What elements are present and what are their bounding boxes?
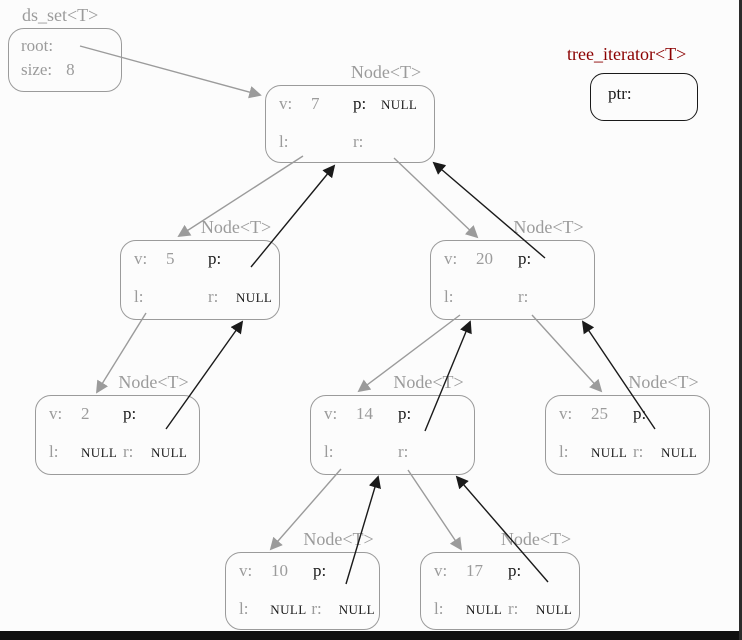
node-title: Node<T> — [303, 529, 374, 549]
field-p-label: p: — [508, 561, 522, 580]
field-r-value: NULL — [338, 602, 375, 617]
field-v-value: 2 — [81, 404, 90, 423]
field-p-value: NULL — [381, 97, 418, 112]
node-box: v: 20 p: l: r: — [430, 240, 595, 320]
ptr-field-label: ptr: — [608, 84, 632, 103]
field-l-label: l: — [434, 599, 444, 618]
field-r-value: NULL — [661, 445, 698, 460]
node-title: Node<T> — [513, 217, 584, 237]
field-r-label: r: — [123, 442, 134, 461]
field-p-label: p: — [353, 94, 367, 113]
field-p-label: p: — [518, 249, 532, 268]
tree-iterator-box: ptr: — [590, 73, 698, 121]
ds-set-box: root: size: 8 — [8, 28, 122, 92]
field-v-value: 5 — [166, 249, 175, 268]
field-v-label: v: — [434, 561, 448, 580]
node-20: Node<T> v: 20 p: l: r: — [430, 217, 595, 320]
field-l-value: NULL — [466, 602, 503, 617]
size-field-value: 8 — [66, 60, 75, 79]
field-v-value: 7 — [311, 94, 320, 113]
field-v-label: v: — [559, 404, 573, 423]
field-r-label: r: — [518, 287, 529, 306]
field-p-label: p: — [633, 404, 647, 423]
window-edge-right — [739, 0, 742, 640]
node-14: Node<T> v: 14 p: l: r: — [310, 372, 475, 475]
field-l-label: l: — [279, 132, 289, 151]
field-v-label: v: — [279, 94, 293, 113]
field-p-label: p: — [398, 404, 412, 423]
field-r-label: r: — [208, 287, 219, 306]
field-v-value: 10 — [271, 561, 288, 580]
field-l-value: NULL — [591, 445, 628, 460]
node-title: Node<T> — [118, 372, 189, 392]
field-l-value: NULL — [270, 602, 307, 617]
node-box: v: 17 p: l: NULL r: NULL — [420, 552, 580, 630]
node-10: Node<T> v: 10 p: l: NULL r: NULL — [225, 529, 380, 630]
field-r-value: NULL — [236, 290, 273, 305]
size-field-label: size: — [21, 60, 53, 79]
field-l-label: l: — [444, 287, 454, 306]
field-r-label: r: — [508, 599, 519, 618]
field-r-label: r: — [353, 132, 364, 151]
field-l-label: l: — [239, 599, 249, 618]
field-v-label: v: — [49, 404, 63, 423]
field-l-label: l: — [134, 287, 144, 306]
field-v-value: 20 — [476, 249, 493, 268]
field-p-label: p: — [123, 404, 137, 423]
field-v-value: 14 — [356, 404, 373, 423]
node-box: v: 10 p: l: NULL r: NULL — [225, 552, 380, 630]
node-title: Node<T> — [628, 372, 699, 392]
field-l-value: NULL — [81, 445, 118, 460]
node-25: Node<T> v: 25 p: l: NULL r: NULL — [545, 372, 710, 475]
node-2: Node<T> v: 2 p: l: NULL r: NULL — [35, 372, 200, 475]
field-r-value: NULL — [536, 602, 573, 617]
field-v-label: v: — [444, 249, 458, 268]
field-v-value: 17 — [466, 561, 483, 580]
node-box: v: 2 p: l: NULL r: NULL — [35, 395, 200, 475]
field-p-label: p: — [313, 561, 327, 580]
node-box: v: 14 p: l: r: — [310, 395, 475, 475]
tree-iterator-title: tree_iterator<T> — [567, 44, 687, 64]
field-r-label: r: — [633, 442, 644, 461]
node-17: Node<T> v: 17 p: l: NULL r: NULL — [420, 529, 580, 630]
node-title: Node<T> — [393, 372, 464, 392]
root-field-label: root: — [21, 36, 54, 55]
field-v-label: v: — [239, 561, 253, 580]
field-l-label: l: — [49, 442, 59, 461]
field-r-label: r: — [311, 599, 322, 618]
node-box: v: 25 p: l: NULL r: NULL — [545, 395, 710, 475]
ds-set-title: ds_set<T> — [22, 5, 99, 25]
field-r-value: NULL — [151, 445, 188, 460]
field-l-label: l: — [559, 442, 569, 461]
field-v-label: v: — [324, 404, 338, 423]
field-r-label: r: — [398, 442, 409, 461]
window-edge-bottom — [0, 631, 742, 640]
node-title: Node<T> — [500, 529, 572, 549]
node-title: Node<T> — [200, 217, 272, 237]
field-l-label: l: — [324, 442, 334, 461]
node-7: Node<T> v: 7 p: NULL l: r: — [265, 62, 435, 163]
field-v-label: v: — [134, 249, 148, 268]
field-v-value: 25 — [591, 404, 608, 423]
node-box: v: 5 p: l: r: NULL — [120, 240, 280, 320]
edge-node7-r-node20 — [393, 157, 479, 239]
node-5: Node<T> v: 5 p: l: r: NULL — [120, 217, 280, 320]
node-box: v: 7 p: NULL l: r: — [265, 85, 435, 163]
field-p-label: p: — [208, 249, 222, 268]
node-title: Node<T> — [350, 62, 422, 82]
